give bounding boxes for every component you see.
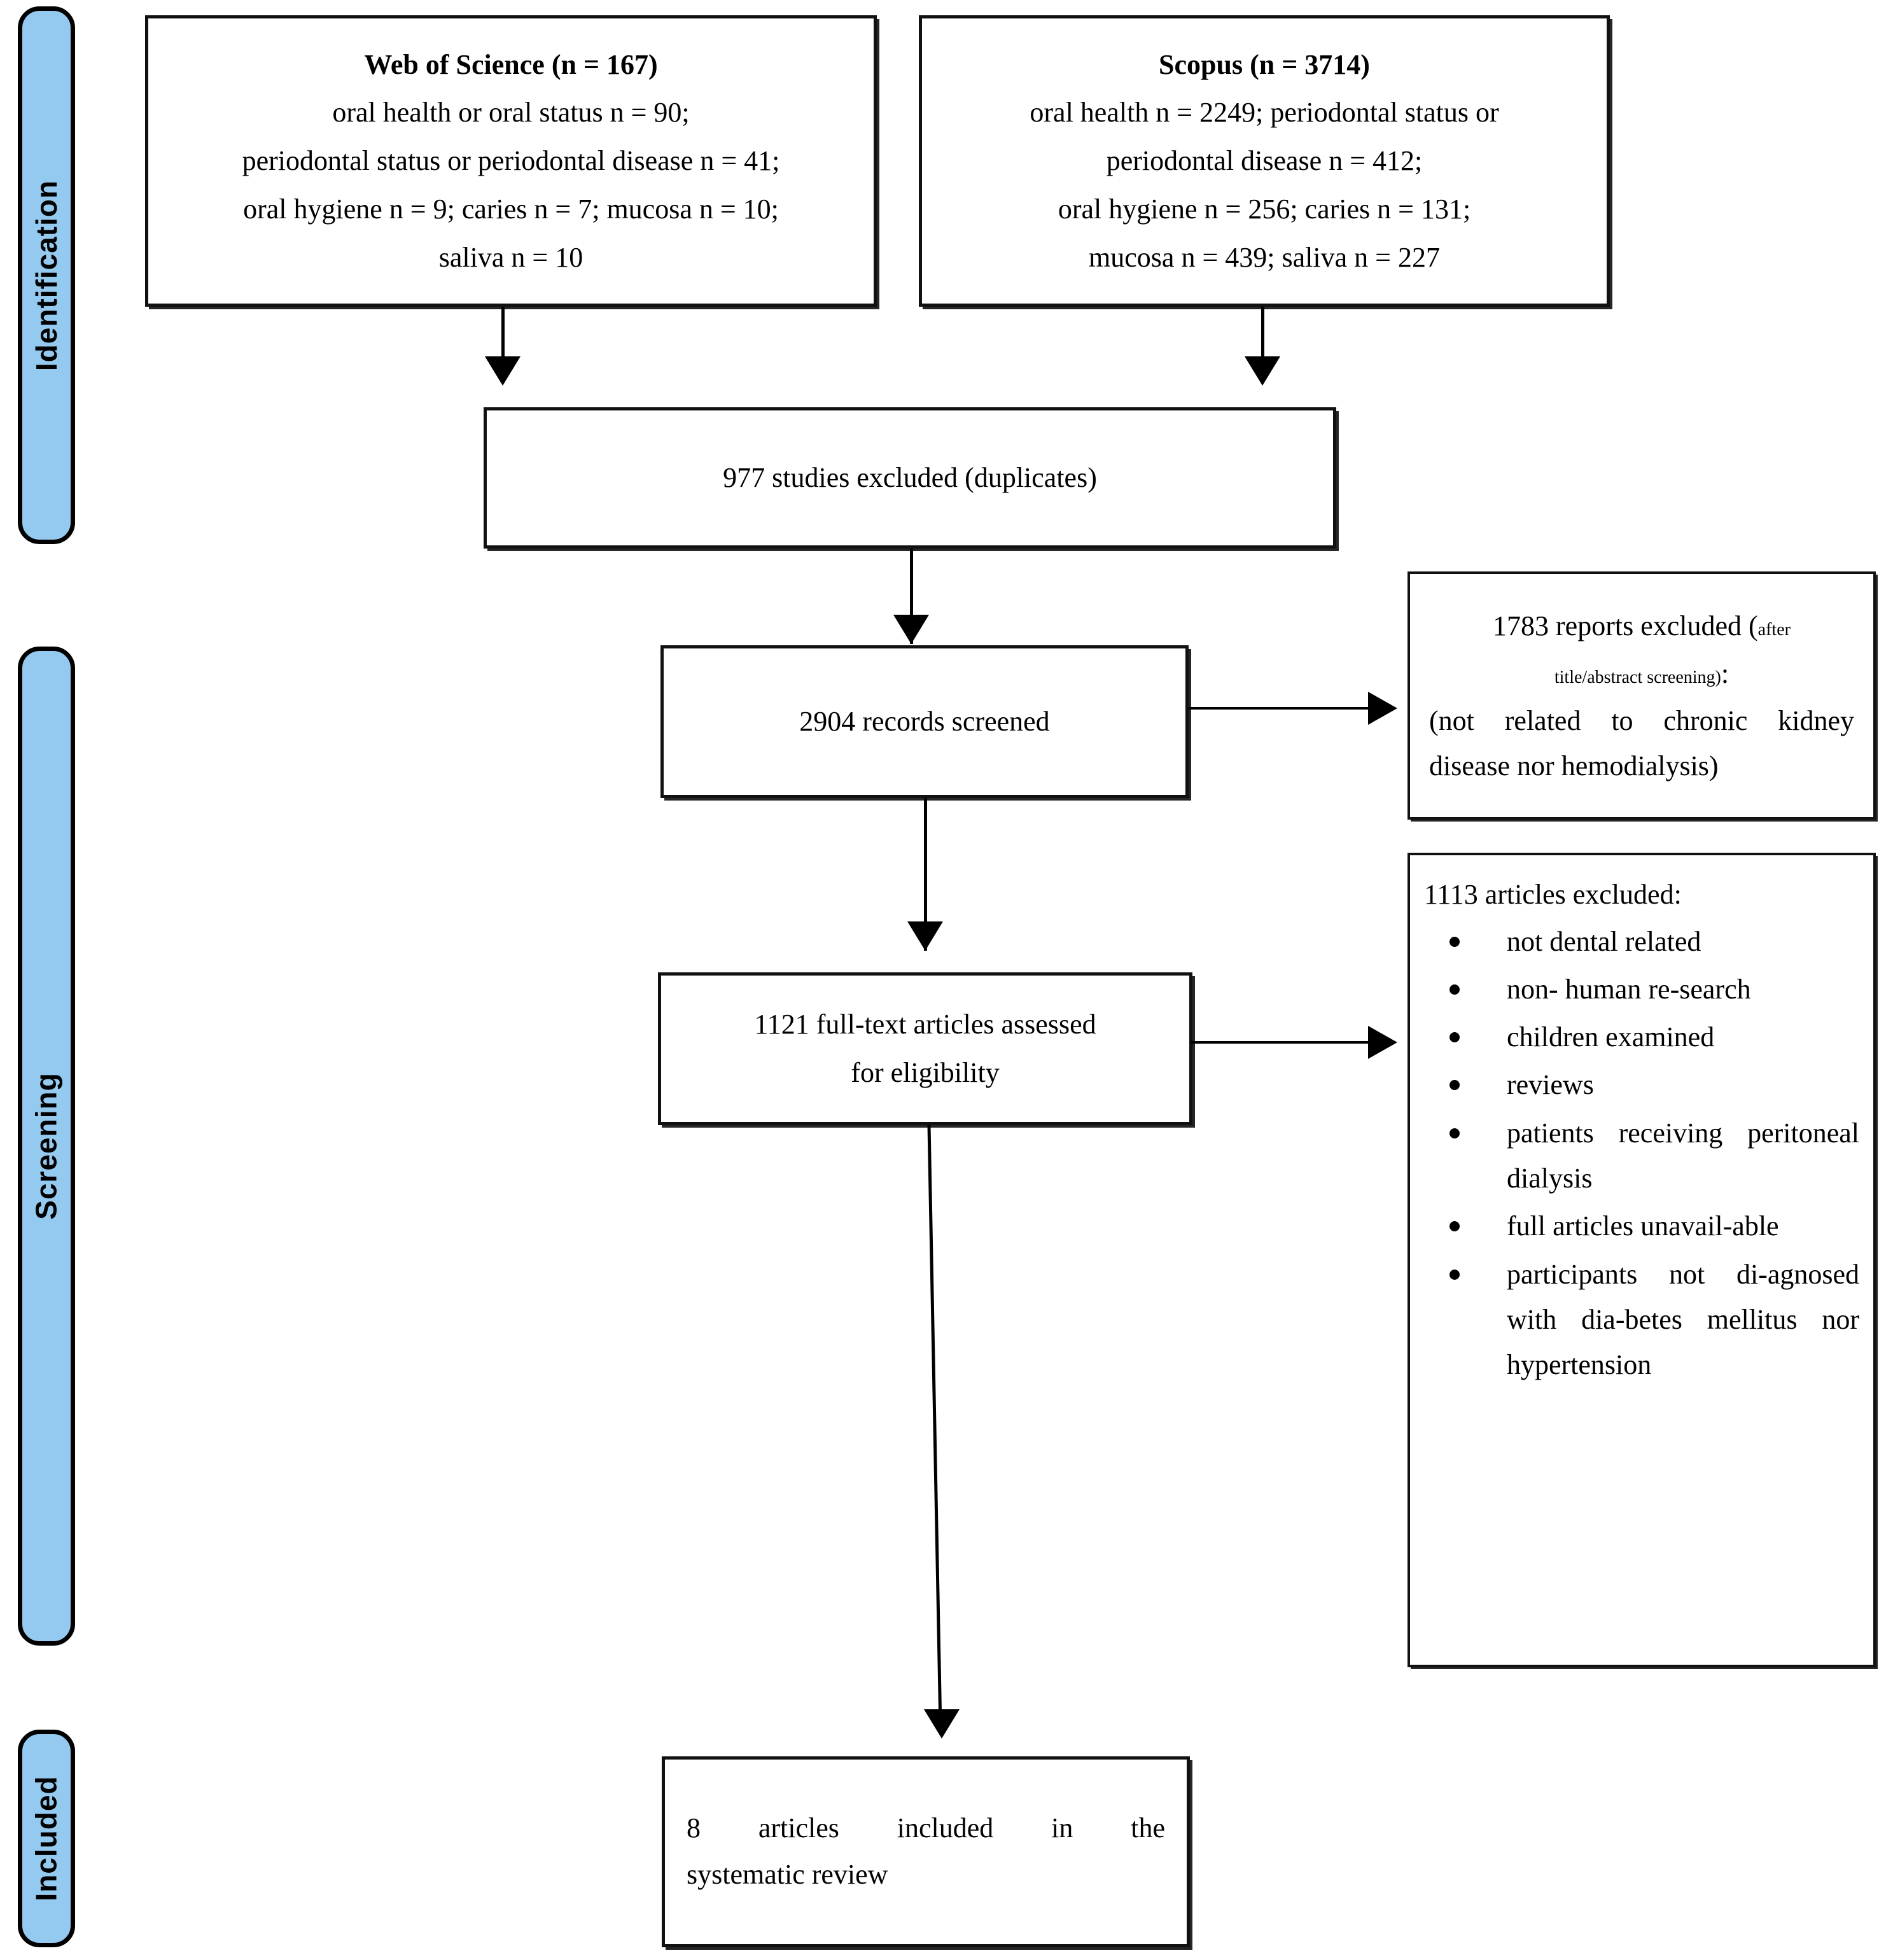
bullet-dot-icon [1449,1128,1460,1138]
list-item: non- human re-search [1424,967,1859,1012]
arrowhead-scopus-down [1245,356,1280,386]
bullet-dot-icon [1449,1032,1460,1043]
source-box-web-of-science: Web of Science (n = 167) oral health or … [145,15,877,307]
list-item: full articles unavail-able [1424,1203,1859,1249]
bullet-dot-icon [1449,1221,1460,1232]
reports-excluded-line: disease nor hemodialysis) [1429,750,1719,781]
stage-label-screening: Screening [30,1072,64,1220]
reports-excluded-header: 1783 reports excluded (after [1429,603,1854,650]
list-item: children examined [1424,1014,1859,1060]
stage-label-included: Included [30,1775,63,1901]
connector-duplicates-to-screened [910,549,913,644]
source-detail-line: periodontal status or periodontal diseas… [242,145,780,177]
connector-fulltext-to-articles-excluded [1191,1041,1374,1044]
articles-included-box: 8 articles included in the systematic re… [662,1756,1190,1947]
reports-excluded-line: (not related to chronic kidney [1429,704,1854,736]
reports-excluded-header-small: after [1757,619,1791,640]
duplicates-excluded-box: 977 studies excluded (duplicates) [484,407,1336,549]
list-item: not dental related [1424,919,1859,964]
connector-screened-to-reports-excluded [1189,707,1373,710]
source-detail-line: mucosa n = 439; saliva n = 227 [1089,241,1440,273]
arrowhead-fulltext-to-articles-excluded [1368,1026,1397,1059]
list-item: participants not di-agnosed with dia-bet… [1424,1252,1859,1388]
connector-wos-down [501,307,505,383]
list-item: reviews [1424,1062,1859,1107]
connector-scopus-down [1261,307,1264,383]
articles-included-line: 8 articles included in the [687,1812,1165,1844]
connector-fulltext-to-included [927,1124,942,1729]
records-screened-box: 2904 records screened [660,645,1189,798]
reason-text: children examined [1507,1021,1715,1053]
source-detail-line: saliva n = 10 [438,241,583,273]
source-detail-line: oral health n = 2249; periodontal status… [1030,97,1499,129]
connector-screened-to-fulltext [924,798,927,951]
fulltext-assessed-line: for eligibility [851,1057,1000,1088]
articles-excluded-reason-list: not dental related non- human re-search … [1424,919,1859,1390]
stage-bar-screening: Screening [18,647,75,1646]
bullet-dot-icon [1449,1080,1460,1091]
bullet-dot-icon [1449,1269,1460,1280]
source-detail-line: periodontal disease n = 412; [1106,145,1423,177]
reports-excluded-subline-colon: : [1721,657,1729,689]
records-screened-text: 2904 records screened [799,706,1050,738]
arrowhead-wos-down [485,356,520,386]
stage-bar-identification: Identification [18,6,75,544]
source-title-web-of-science: Web of Science (n = 167) [364,48,658,80]
articles-excluded-header: 1113 articles excluded: [1424,879,1682,910]
source-detail-line: oral hygiene n = 256; caries n = 131; [1058,193,1471,225]
source-box-scopus: Scopus (n = 3714) oral health n = 2249; … [919,15,1610,307]
reports-excluded-subline-small: title/abstract screening) [1554,667,1721,687]
articles-excluded-box: 1113 articles excluded: not dental relat… [1408,853,1876,1667]
source-title-scopus: Scopus (n = 3714) [1159,48,1370,80]
duplicates-excluded-text: 977 studies excluded (duplicates) [723,462,1097,494]
source-detail-line: oral hygiene n = 9; caries n = 7; mucosa… [243,193,779,225]
arrowhead-fulltext-to-included [924,1709,960,1739]
reason-text: non- human re-search [1507,973,1751,1005]
fulltext-assessed-box: 1121 full-text articles assessed for eli… [658,972,1192,1125]
fulltext-assessed-line: 1121 full-text articles assessed [754,1009,1096,1040]
arrowhead-screened-to-reports-excluded [1368,692,1397,725]
arrowhead-duplicates-to-screened [893,615,929,644]
reason-text: full articles unavail-able [1507,1210,1779,1242]
articles-included-line: systematic review [687,1858,888,1890]
source-detail-line: oral health or oral status n = 90; [332,97,690,129]
arrowhead-screened-to-fulltext [907,921,943,951]
reports-excluded-box: 1783 reports excluded (after title/abstr… [1408,571,1876,820]
reports-excluded-header-main: 1783 reports excluded ( [1493,610,1758,641]
stage-label-identification: Identification [30,179,64,371]
stage-bar-included: Included [18,1730,75,1947]
bullet-dot-icon [1449,984,1460,995]
list-item: patients receiving peritoneal dialysis [1424,1110,1859,1201]
reason-text: participants not di-agnosed with dia-bet… [1507,1258,1859,1381]
reports-excluded-subline: title/abstract screening): [1429,650,1854,698]
reason-text: patients receiving peritoneal dialysis [1507,1117,1859,1194]
bullet-dot-icon [1449,936,1460,947]
reason-text: not dental related [1507,925,1701,957]
reason-text: reviews [1507,1069,1594,1101]
